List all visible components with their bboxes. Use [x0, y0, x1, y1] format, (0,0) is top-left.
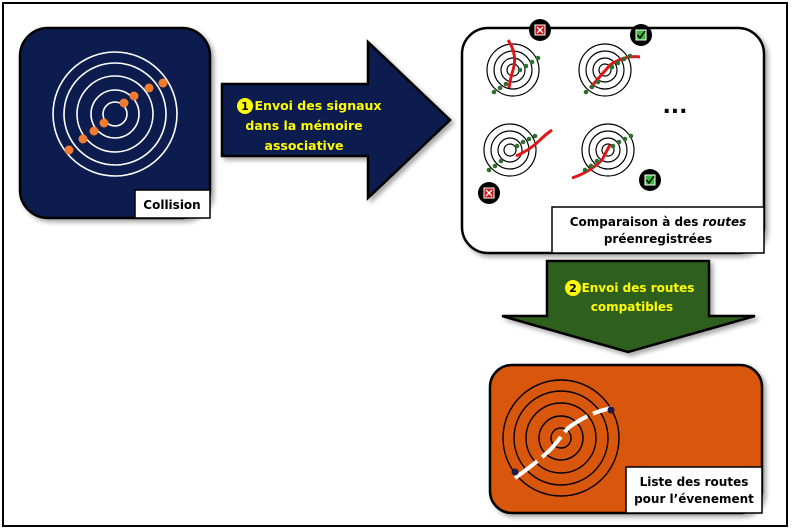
- step1-arrow: 1 Envoi des signaux dans la mémoire asso…: [220, 39, 452, 201]
- step2-line2: compatibles: [591, 300, 673, 314]
- route-pattern-3: [478, 123, 553, 204]
- memory-label-line1: Comparaison à des routes: [570, 215, 747, 229]
- step1-line2: dans la mémoire: [245, 118, 362, 133]
- memory-label-box: [551, 206, 765, 254]
- collision-label-box: [134, 189, 211, 219]
- step2-number: 2: [569, 282, 577, 295]
- collision-hits: [64, 78, 168, 155]
- result-label-line2: pour l’évenement: [634, 492, 754, 506]
- step2-number-badge: [565, 280, 581, 296]
- step1-line3: associative: [265, 138, 344, 153]
- step1-arrow-shape: [220, 39, 452, 201]
- result-detector-rings: [502, 379, 620, 497]
- result-panel: Liste des routes pour l’évenement: [488, 363, 764, 515]
- step1-line1: Envoi des signaux: [255, 98, 382, 113]
- result-label-box: [625, 466, 763, 514]
- step2-line1: Envoi des routes: [582, 281, 695, 295]
- track-hit: [511, 468, 519, 476]
- step2-arrow: 2 Envoi des routes compatibles: [501, 259, 756, 354]
- step2-arrow-shape: [501, 259, 756, 354]
- collision-label: Collision: [143, 198, 200, 212]
- diagram-frame: [2, 2, 788, 527]
- route-line: [515, 128, 553, 158]
- memory-label-line2: préenregistrées: [604, 232, 712, 246]
- collision-panel: Collision: [18, 26, 212, 220]
- step1-number: 1: [241, 100, 249, 113]
- route-line: [506, 39, 517, 89]
- route-pattern-2: [578, 24, 652, 97]
- memory-panel: ... Comparaison à des routes préenregist…: [460, 19, 766, 255]
- track-hit: [607, 406, 615, 414]
- accept-icon: [644, 174, 656, 186]
- reconstructed-track: [513, 406, 613, 480]
- route-line: [571, 144, 612, 180]
- route-pattern-4: [571, 123, 661, 191]
- accept-icon: [635, 29, 647, 41]
- route-pattern-1: [486, 19, 551, 97]
- collision-panel-bg: [18, 26, 212, 220]
- detector-rings: [52, 51, 178, 177]
- result-label-line1: Liste des routes: [640, 475, 749, 489]
- step1-number-badge: [237, 98, 253, 114]
- ellipsis: ...: [662, 94, 687, 119]
